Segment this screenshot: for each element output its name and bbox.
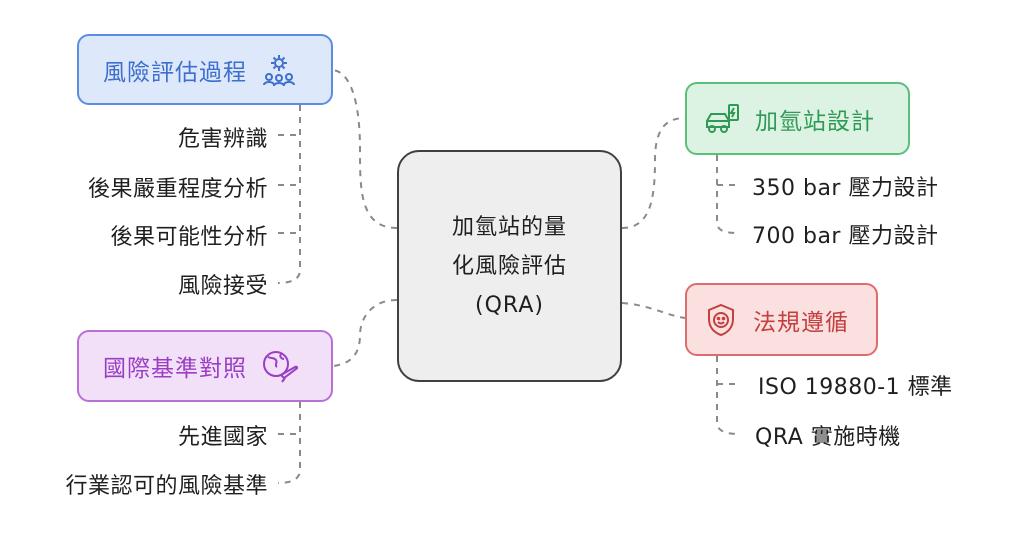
center-title-line3: (QRA) <box>475 292 544 318</box>
leaf-700bar-design: 700 bar 壓力設計 <box>752 224 939 249</box>
branch-intl-standards-label: 國際基準對照 <box>103 356 247 382</box>
branch-station-design[interactable]: 加氫站設計 <box>685 82 910 155</box>
branch-regulations[interactable]: 法規遵循 <box>685 283 878 356</box>
globe-plane-icon <box>261 348 299 384</box>
branch-risk-process-label: 風險評估過程 <box>103 59 247 86</box>
leaf-consequence-severity: 後果嚴重程度分析 <box>87 177 268 202</box>
branch-risk-process[interactable]: 風險評估過程 <box>77 34 333 105</box>
center-title-line2: 化風險評估 <box>451 253 567 279</box>
car-charging-icon <box>703 101 741 137</box>
leaf-industry-risk-criteria: 行業認可的風險基準 <box>65 474 268 499</box>
shield-face-icon <box>703 302 739 338</box>
leaf-advanced-countries: 先進國家 <box>177 425 268 450</box>
leaf-qra-timing: QRA 實施時機 <box>755 425 901 450</box>
leaf-consequence-likelihood: 後果可能性分析 <box>110 225 268 250</box>
leaf-350bar-design: 350 bar 壓力設計 <box>752 176 939 201</box>
gear-people-icon <box>261 52 297 88</box>
branch-intl-standards[interactable]: 國際基準對照 <box>77 330 333 402</box>
center-topic[interactable]: 加氫站的量 化風險評估 (QRA) <box>397 150 622 382</box>
leaf-iso-19880-1: ISO 19880-1 標準 <box>758 375 953 400</box>
center-title-line1: 加氫站的量 <box>451 214 567 240</box>
leaf-hazard-identification: 危害辨識 <box>177 127 268 152</box>
branch-station-design-label: 加氫站設計 <box>755 108 875 135</box>
branch-regulations-label: 法規遵循 <box>753 309 849 336</box>
leaf-risk-acceptance: 風險接受 <box>177 274 268 299</box>
